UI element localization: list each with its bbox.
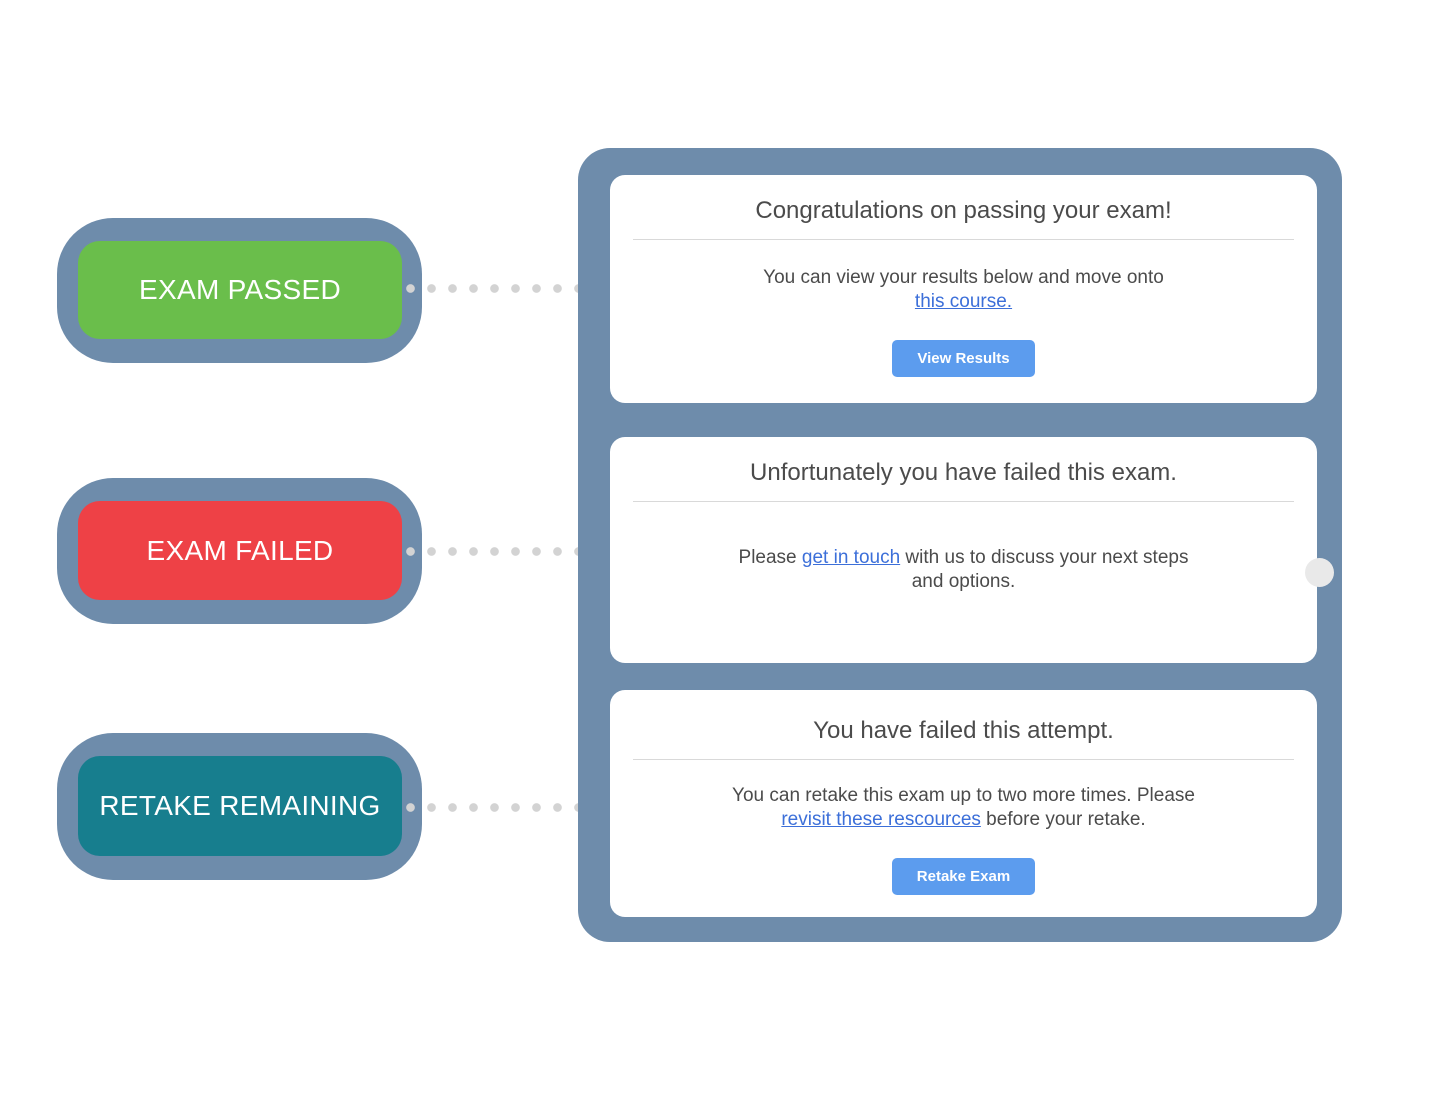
outcome-cards-container: Congratulations on passing your exam! Yo… <box>578 148 1342 942</box>
card-heading-retake: You have failed this attempt. <box>813 717 1114 744</box>
failed-body-text-line2: and options. <box>911 571 1016 592</box>
connector-dotted-line-passed <box>406 284 608 293</box>
retake-body-text-post: before your retake. <box>980 809 1146 830</box>
card-body-retake: You can retake this exam up to two more … <box>610 784 1317 832</box>
card-heading-passed: Congratulations on passing your exam! <box>755 197 1172 224</box>
failed-body-text-post: with us to discuss your next steps <box>900 547 1189 568</box>
node-exam-passed[interactable]: EXAM PASSED <box>57 218 422 363</box>
exam-failed-badge: EXAM FAILED <box>78 501 402 600</box>
retake-exam-button[interactable]: Retake Exam <box>891 858 1036 895</box>
divider <box>633 239 1294 240</box>
connector-dotted-line-retake <box>406 803 608 812</box>
retake-body-text: You can retake this exam up to two more … <box>732 785 1195 806</box>
passed-body-text: You can view your results below and move… <box>763 267 1164 288</box>
node-retake-remaining[interactable]: RETAKE REMAINING <box>57 733 422 880</box>
connector-dotted-line-failed <box>406 547 608 556</box>
get-in-touch-link[interactable]: get in touch <box>801 547 901 568</box>
card-heading-failed: Unfortunately you have failed this exam. <box>750 459 1177 486</box>
card-body-passed: You can view your results below and move… <box>610 266 1317 314</box>
card-exam-passed: Congratulations on passing your exam! Yo… <box>610 175 1317 403</box>
this-course-link[interactable]: this course. <box>914 291 1013 312</box>
card-exam-failed: Unfortunately you have failed this exam.… <box>610 437 1317 663</box>
card-body-failed: Please get in touch with us to discuss y… <box>610 546 1317 594</box>
connector-handle[interactable] <box>1305 558 1334 587</box>
exam-passed-badge: EXAM PASSED <box>78 241 402 339</box>
divider <box>633 759 1294 760</box>
revisit-resources-link[interactable]: revisit these rescources <box>781 809 981 830</box>
card-retake-remaining: You have failed this attempt. You can re… <box>610 690 1317 917</box>
divider <box>633 501 1294 502</box>
view-results-button[interactable]: View Results <box>892 340 1035 377</box>
node-exam-failed[interactable]: EXAM FAILED <box>57 478 422 624</box>
retake-remaining-badge: RETAKE REMAINING <box>78 756 402 856</box>
failed-body-text-pre: Please <box>738 547 802 568</box>
